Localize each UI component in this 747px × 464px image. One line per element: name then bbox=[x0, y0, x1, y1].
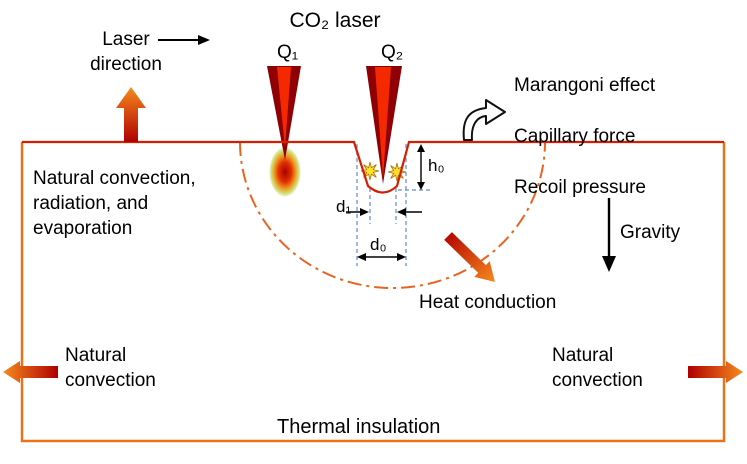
co2-laser-title: CO₂ laser bbox=[289, 9, 381, 32]
keyhole-width-top-dimension bbox=[357, 253, 406, 261]
q1-label: Q₁ bbox=[277, 42, 299, 63]
laser-direction-arrow bbox=[158, 35, 210, 45]
keyhole-depth-dimension bbox=[417, 144, 425, 190]
q2-label: Q₂ bbox=[381, 42, 404, 63]
capillary-force-label: Capillary force bbox=[514, 126, 636, 147]
heat-conduction-label: Heat conduction bbox=[419, 292, 557, 313]
gravity-arrow bbox=[602, 198, 616, 272]
laser-beam-q1-core bbox=[277, 67, 291, 148]
convection-left-label: Natural convection bbox=[65, 345, 156, 391]
heat-conduction-arrow bbox=[444, 232, 495, 282]
keyhole-guide-lines bbox=[356, 144, 432, 266]
surface-flow-curved-arrow bbox=[462, 99, 506, 141]
laser-beam-q2-core bbox=[375, 67, 391, 178]
keyhole-width-bottom-dimension bbox=[346, 208, 422, 216]
h0-label: h₀ bbox=[428, 156, 445, 175]
surface-line-with-keyhole bbox=[22, 140, 724, 194]
recoil-pressure-label: Recoil pressure bbox=[514, 177, 646, 198]
evaporation-label: Natural convection, radiation, and evapo… bbox=[33, 168, 196, 239]
gravity-label: Gravity bbox=[620, 222, 681, 243]
convection-arrow-right bbox=[688, 361, 743, 383]
surface-effects-list: Marangoni effect Capillary force Recoil … bbox=[514, 48, 655, 226]
molten-spot-glow bbox=[269, 147, 301, 197]
convection-arrow-left bbox=[3, 361, 58, 383]
thermal-insulation-label: Thermal insulation bbox=[277, 416, 441, 438]
d0-label: d₀ bbox=[370, 235, 387, 254]
marangoni-effect-label: Marangoni effect bbox=[514, 75, 656, 96]
evaporation-arrow bbox=[116, 87, 146, 142]
melt-pool-boundary bbox=[239, 141, 546, 289]
laser-direction-label: Laser direction bbox=[90, 29, 162, 75]
insulated-box-border bbox=[20, 142, 726, 443]
convection-right-label: Natural convection bbox=[552, 345, 643, 391]
d1-label: d₁ bbox=[336, 197, 352, 216]
